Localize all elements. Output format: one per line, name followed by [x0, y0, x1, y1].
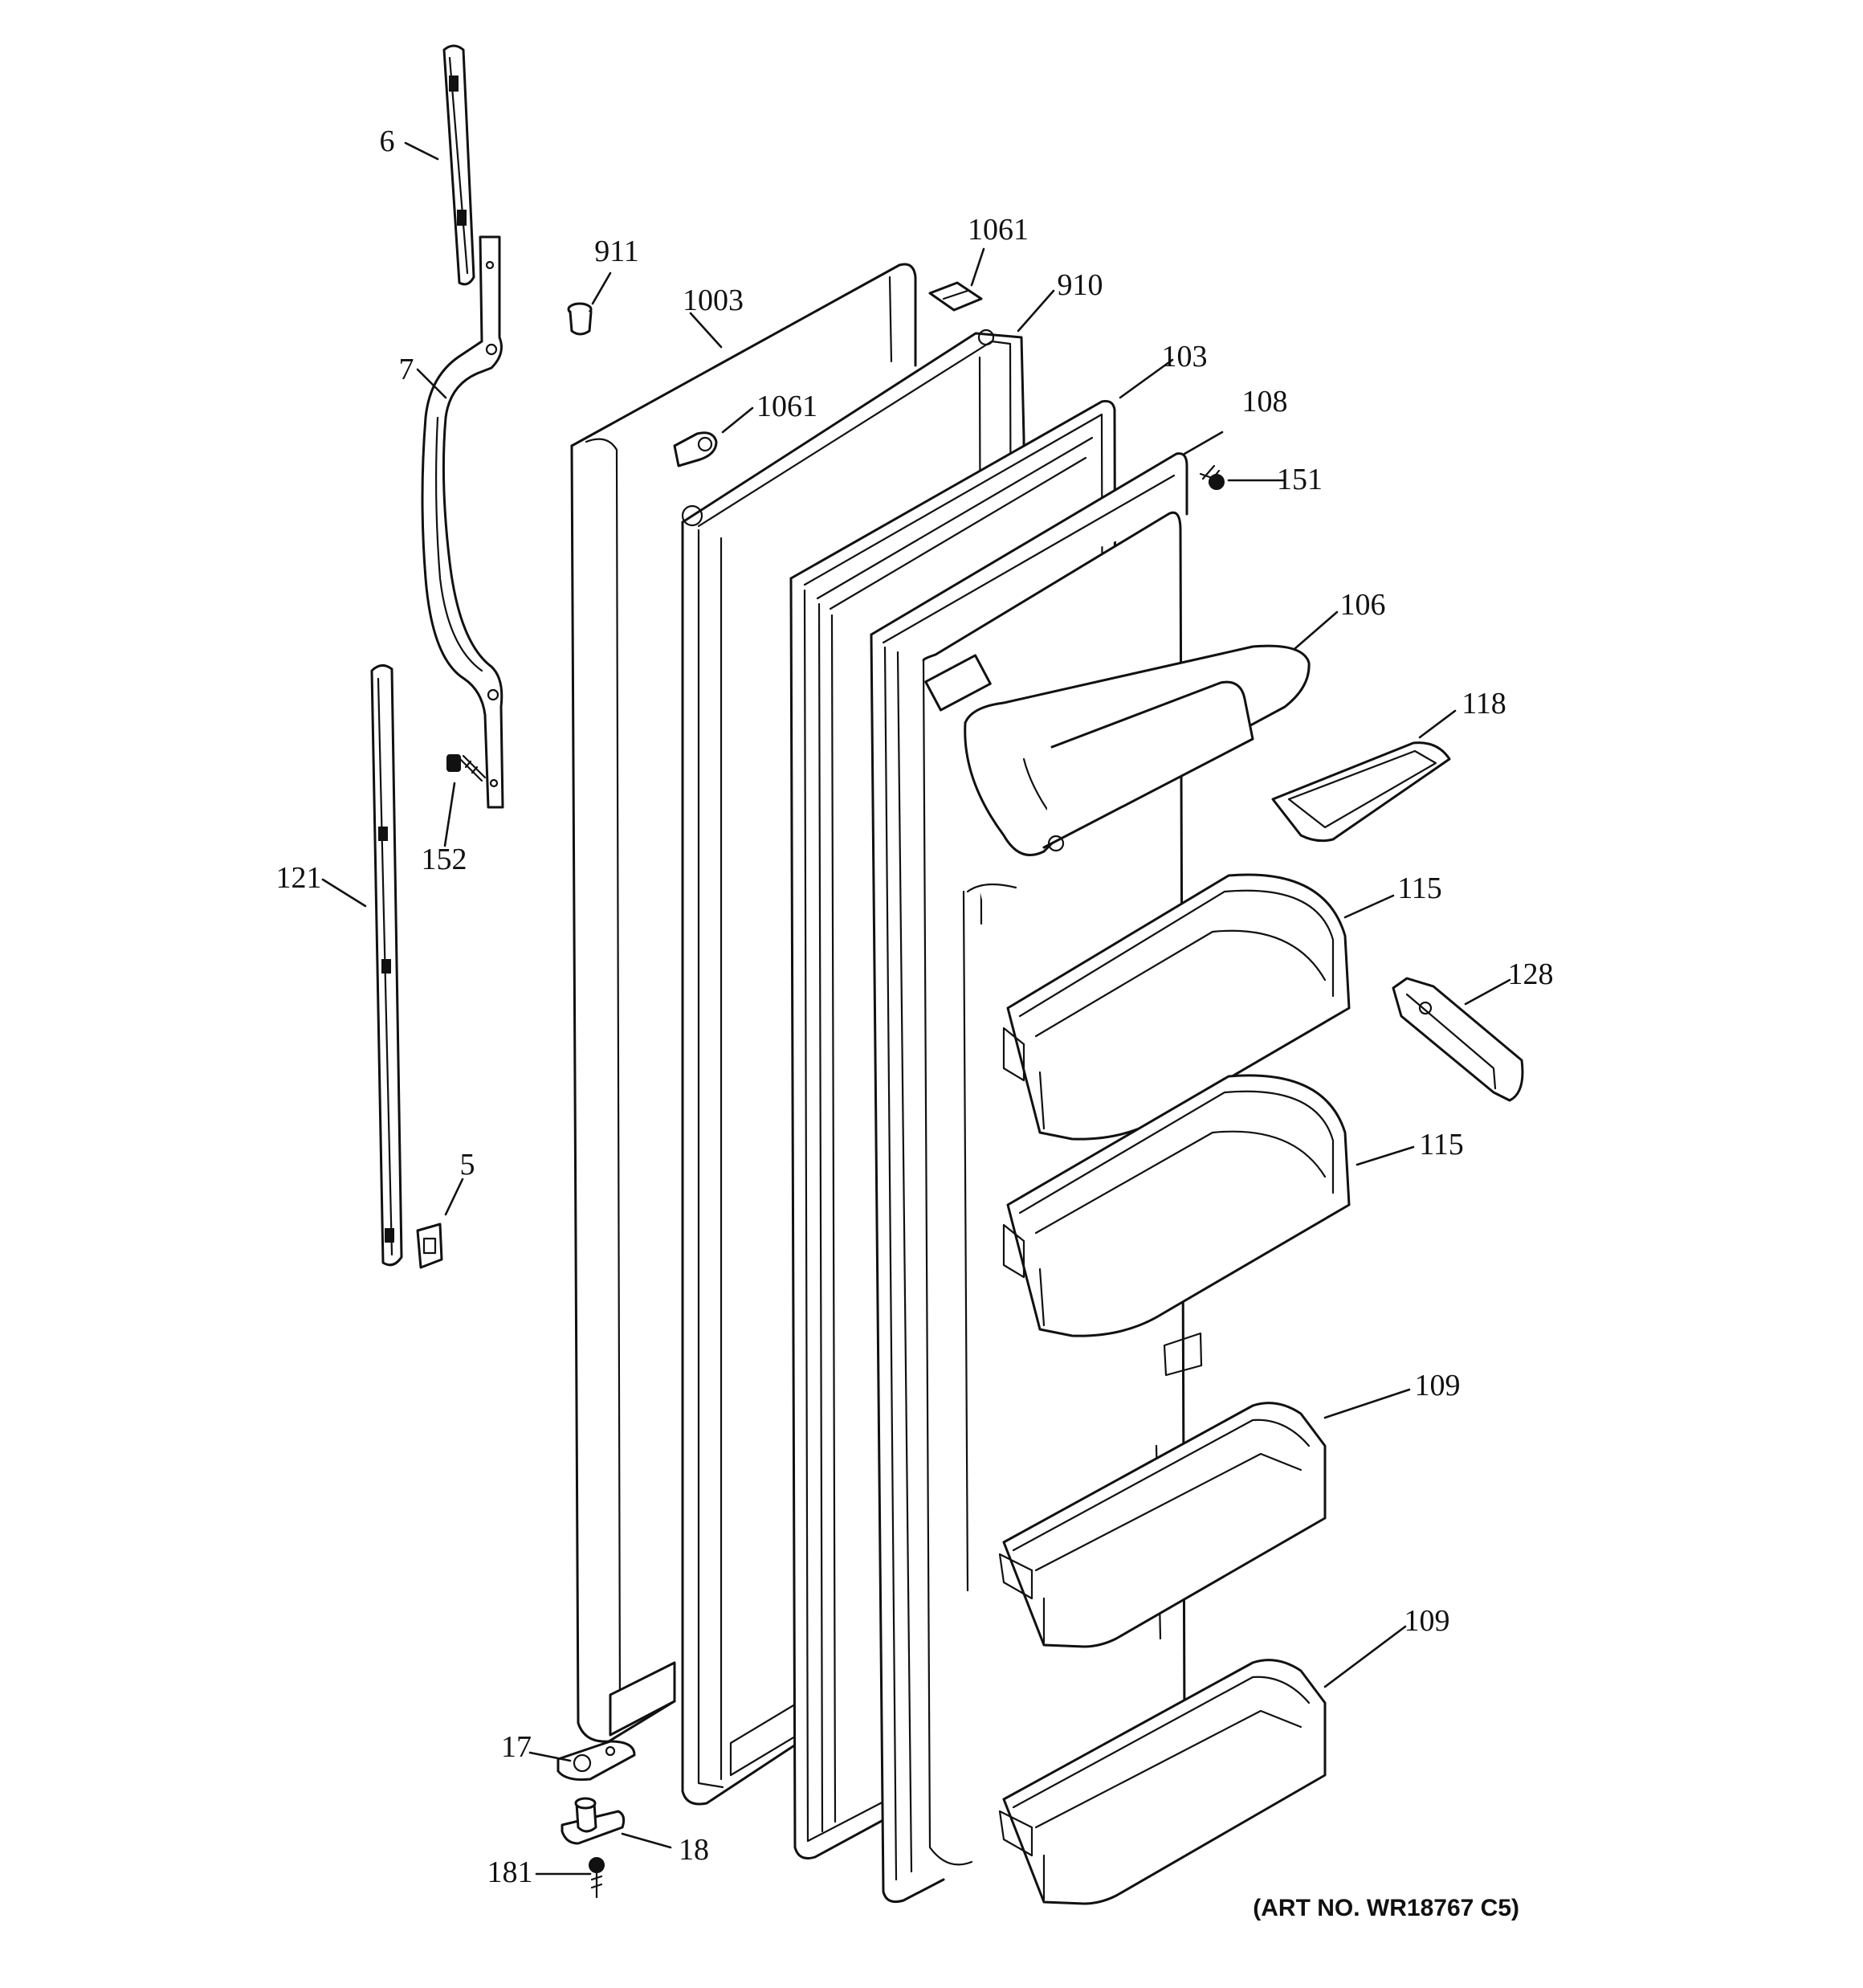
part-1061-clip-mid [673, 431, 718, 467]
callout-6: 6 [380, 125, 395, 158]
callout-103: 103 [1162, 340, 1208, 374]
callout-108: 108 [1242, 385, 1288, 418]
callout-128: 128 [1508, 957, 1554, 991]
callout-5: 5 [460, 1148, 475, 1182]
part-7-handle [421, 235, 504, 809]
callout-106: 106 [1340, 588, 1386, 622]
callout-1061-top: 1061 [968, 213, 1029, 247]
callout-1003: 1003 [683, 284, 744, 317]
callout-leaders [321, 141, 1511, 1876]
part-17-hinge-plate [556, 1740, 636, 1781]
part-911-plug [567, 302, 593, 336]
callout-17: 17 [501, 1730, 532, 1764]
part-5-bracket [416, 1223, 443, 1269]
part-118-egg-tray [1271, 741, 1451, 843]
part-115-lower-shelf-bin [1002, 1074, 1351, 1337]
callout-18: 18 [679, 1833, 709, 1867]
callout-152: 152 [422, 843, 467, 876]
part-109-lower-door-bin [998, 1659, 1327, 1905]
part-106-dairy-door [964, 644, 1311, 856]
callout-1061-mid: 1061 [756, 390, 817, 423]
callout-115-lower: 115 [1419, 1128, 1464, 1161]
art-number: (ART NO. WR18767 C5) [1253, 1895, 1519, 1921]
callout-121: 121 [276, 861, 322, 895]
callout-115-upper: 115 [1397, 872, 1442, 905]
callout-7: 7 [399, 353, 414, 386]
callout-181: 181 [487, 1855, 533, 1889]
callout-118: 118 [1461, 687, 1506, 720]
part-151-screw [1199, 464, 1225, 490]
callout-910: 910 [1058, 268, 1103, 302]
part-1061-clip-top [928, 281, 983, 312]
callout-109-lower: 109 [1404, 1604, 1450, 1638]
part-1003-outer-door [570, 263, 917, 1743]
callout-109-upper: 109 [1415, 1369, 1461, 1402]
part-152-screw [446, 754, 487, 782]
callout-labels: 6 7 911 1003 1061 1061 910 103 108 151 1… [276, 125, 1554, 1889]
part-115-upper-shelf-bin [1002, 873, 1351, 1141]
part-121-vertical-trim [370, 664, 403, 1267]
part-18-hinge-pin [561, 1797, 626, 1845]
part-6-handle-trim [442, 44, 475, 286]
part-181-screw [589, 1857, 605, 1899]
part-109-upper-door-bin [998, 1402, 1327, 1648]
callout-911: 911 [594, 235, 639, 268]
part-128-bin-divider [1392, 977, 1524, 1102]
callout-151: 151 [1277, 463, 1323, 496]
